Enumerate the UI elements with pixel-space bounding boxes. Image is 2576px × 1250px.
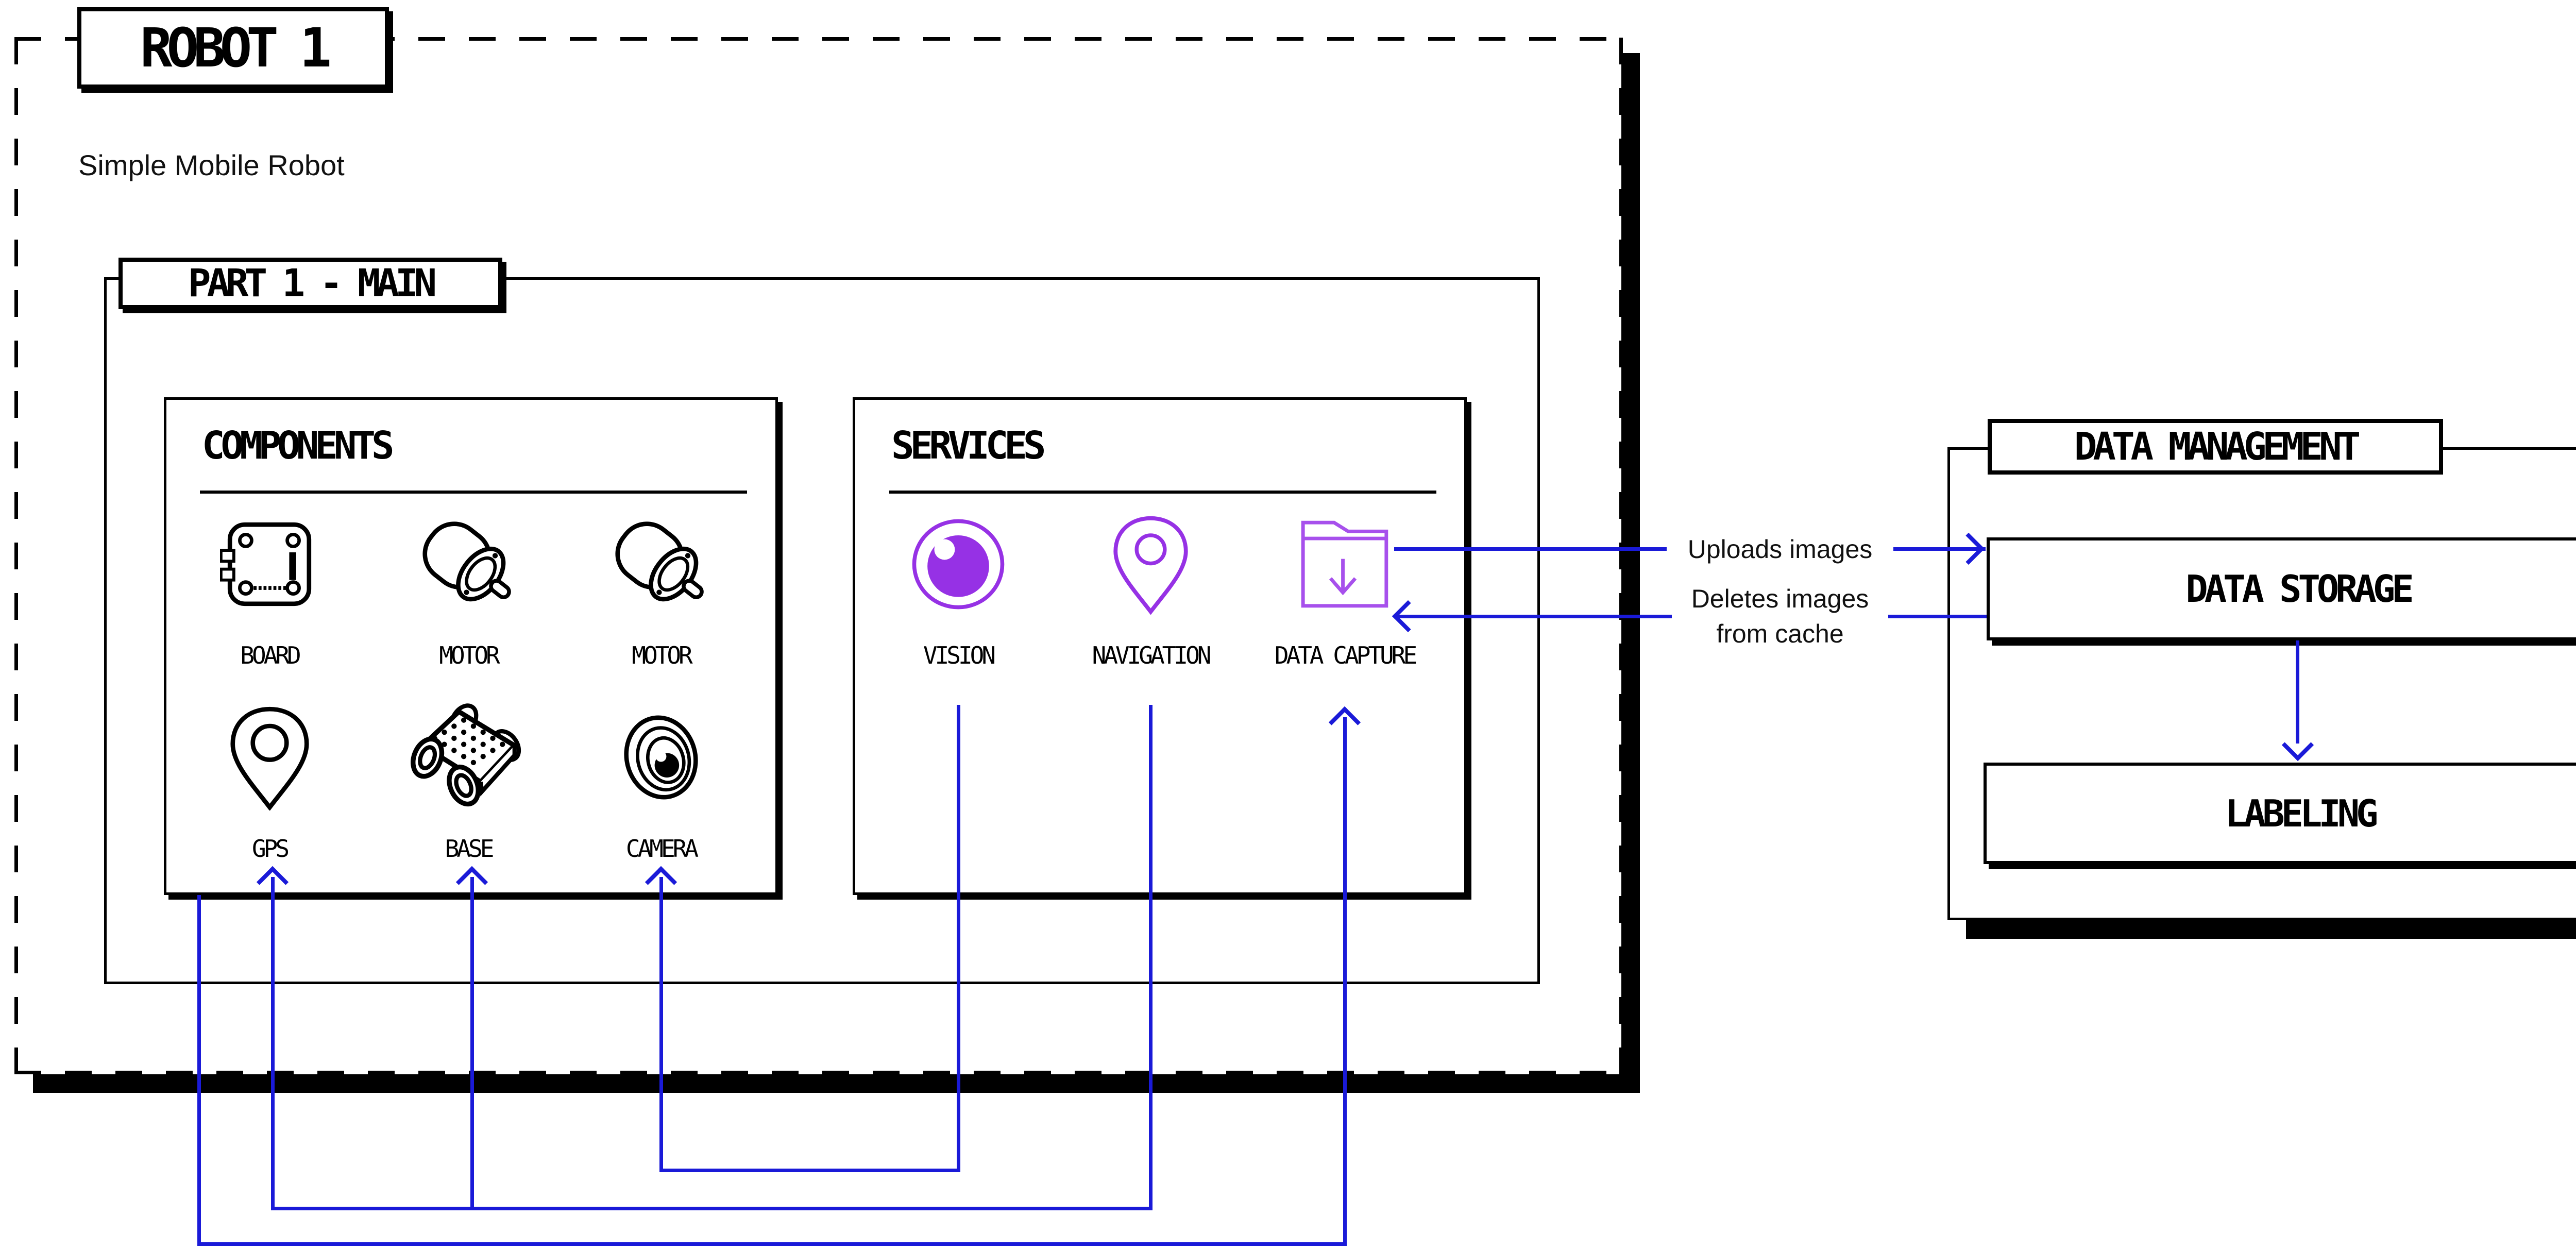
components-box — [164, 397, 778, 895]
service-item-navigation: NAVIGATION — [1063, 510, 1238, 671]
components-rule — [200, 491, 747, 494]
labeling-label: LABELING — [2225, 791, 2379, 835]
robot-title: ROBOT 1 — [140, 16, 332, 79]
services-box — [853, 397, 1467, 895]
vision-eye-icon — [871, 510, 1046, 618]
component-item-gps: GPS — [182, 703, 357, 864]
robot-shadow-bottom — [33, 1074, 1640, 1093]
edge-uploads-label: Uploads images — [1667, 532, 1893, 567]
edge-nav-h — [271, 1207, 1153, 1210]
services-rule — [889, 491, 1436, 494]
data-capture-folder-icon — [1257, 510, 1432, 618]
data-management-title: DATA MANAGEMENT — [2074, 425, 2361, 469]
edge-gps-v — [271, 877, 275, 1210]
data-storage-box: DATA STORAGE — [1987, 537, 2576, 640]
service-item-vision: VISION — [871, 510, 1046, 671]
service-label: VISION — [923, 641, 996, 669]
component-label: BOARD — [240, 641, 301, 669]
component-label: GPS — [251, 835, 290, 863]
navigation-pin-icon — [1063, 510, 1238, 618]
camera-lens-icon — [573, 703, 749, 812]
components-title: COMPONENTS — [202, 424, 395, 468]
rover-base-icon — [381, 703, 556, 812]
component-label: CAMERA — [625, 835, 699, 863]
robot-border-left — [14, 37, 18, 1074]
part-main-box — [104, 277, 1540, 984]
component-label: MOTOR — [632, 641, 692, 669]
edge-components-capture-v1 — [197, 895, 201, 1246]
component-label: BASE — [445, 835, 495, 863]
part-main-title-box: PART 1 - MAIN — [118, 258, 502, 309]
data-management-title-box: DATA MANAGEMENT — [1988, 419, 2443, 475]
service-label: NAVIGATION — [1092, 641, 1212, 669]
motor-icon — [573, 510, 749, 618]
services-title: SERVICES — [891, 424, 1046, 468]
component-item-base: BASE — [381, 703, 556, 864]
edge-storage-labeling-line — [2296, 640, 2299, 744]
robot-subtitle: Simple Mobile Robot — [78, 149, 345, 181]
edge-vision-camera-h — [659, 1169, 960, 1172]
service-label: DATA CAPTURE — [1274, 641, 1417, 669]
robot-border-top — [14, 37, 1623, 41]
service-item-data-capture: DATA CAPTURE — [1257, 510, 1432, 671]
circuit-board-icon — [182, 510, 357, 618]
gps-pin-icon — [182, 703, 357, 812]
component-label: MOTOR — [439, 641, 500, 669]
labeling-box: LABELING — [1984, 763, 2576, 864]
robot-shadow-right — [1621, 53, 1640, 1093]
component-item-motor-2: MOTOR — [573, 510, 749, 671]
edge-components-capture-v2 — [1343, 717, 1347, 1246]
edge-vision-v — [957, 705, 960, 1172]
component-item-motor-1: MOTOR — [381, 510, 556, 671]
edge-base-v — [470, 877, 474, 1210]
motor-icon — [381, 510, 556, 618]
edge-components-capture-h — [197, 1242, 1347, 1246]
data-storage-label: DATA STORAGE — [2185, 567, 2414, 611]
robot-title-box: ROBOT 1 — [77, 7, 389, 89]
component-item-camera: CAMERA — [573, 703, 749, 864]
edge-nav-v — [1149, 705, 1153, 1210]
robot-border-bottom — [14, 1071, 1623, 1074]
part-main-title: PART 1 - MAIN — [188, 261, 437, 306]
component-item-board: BOARD — [182, 510, 357, 671]
robot-border-right — [1619, 37, 1623, 1074]
edge-deletes-label: Deletes images from cache — [1672, 581, 1888, 651]
edge-camera-v — [659, 877, 663, 1172]
